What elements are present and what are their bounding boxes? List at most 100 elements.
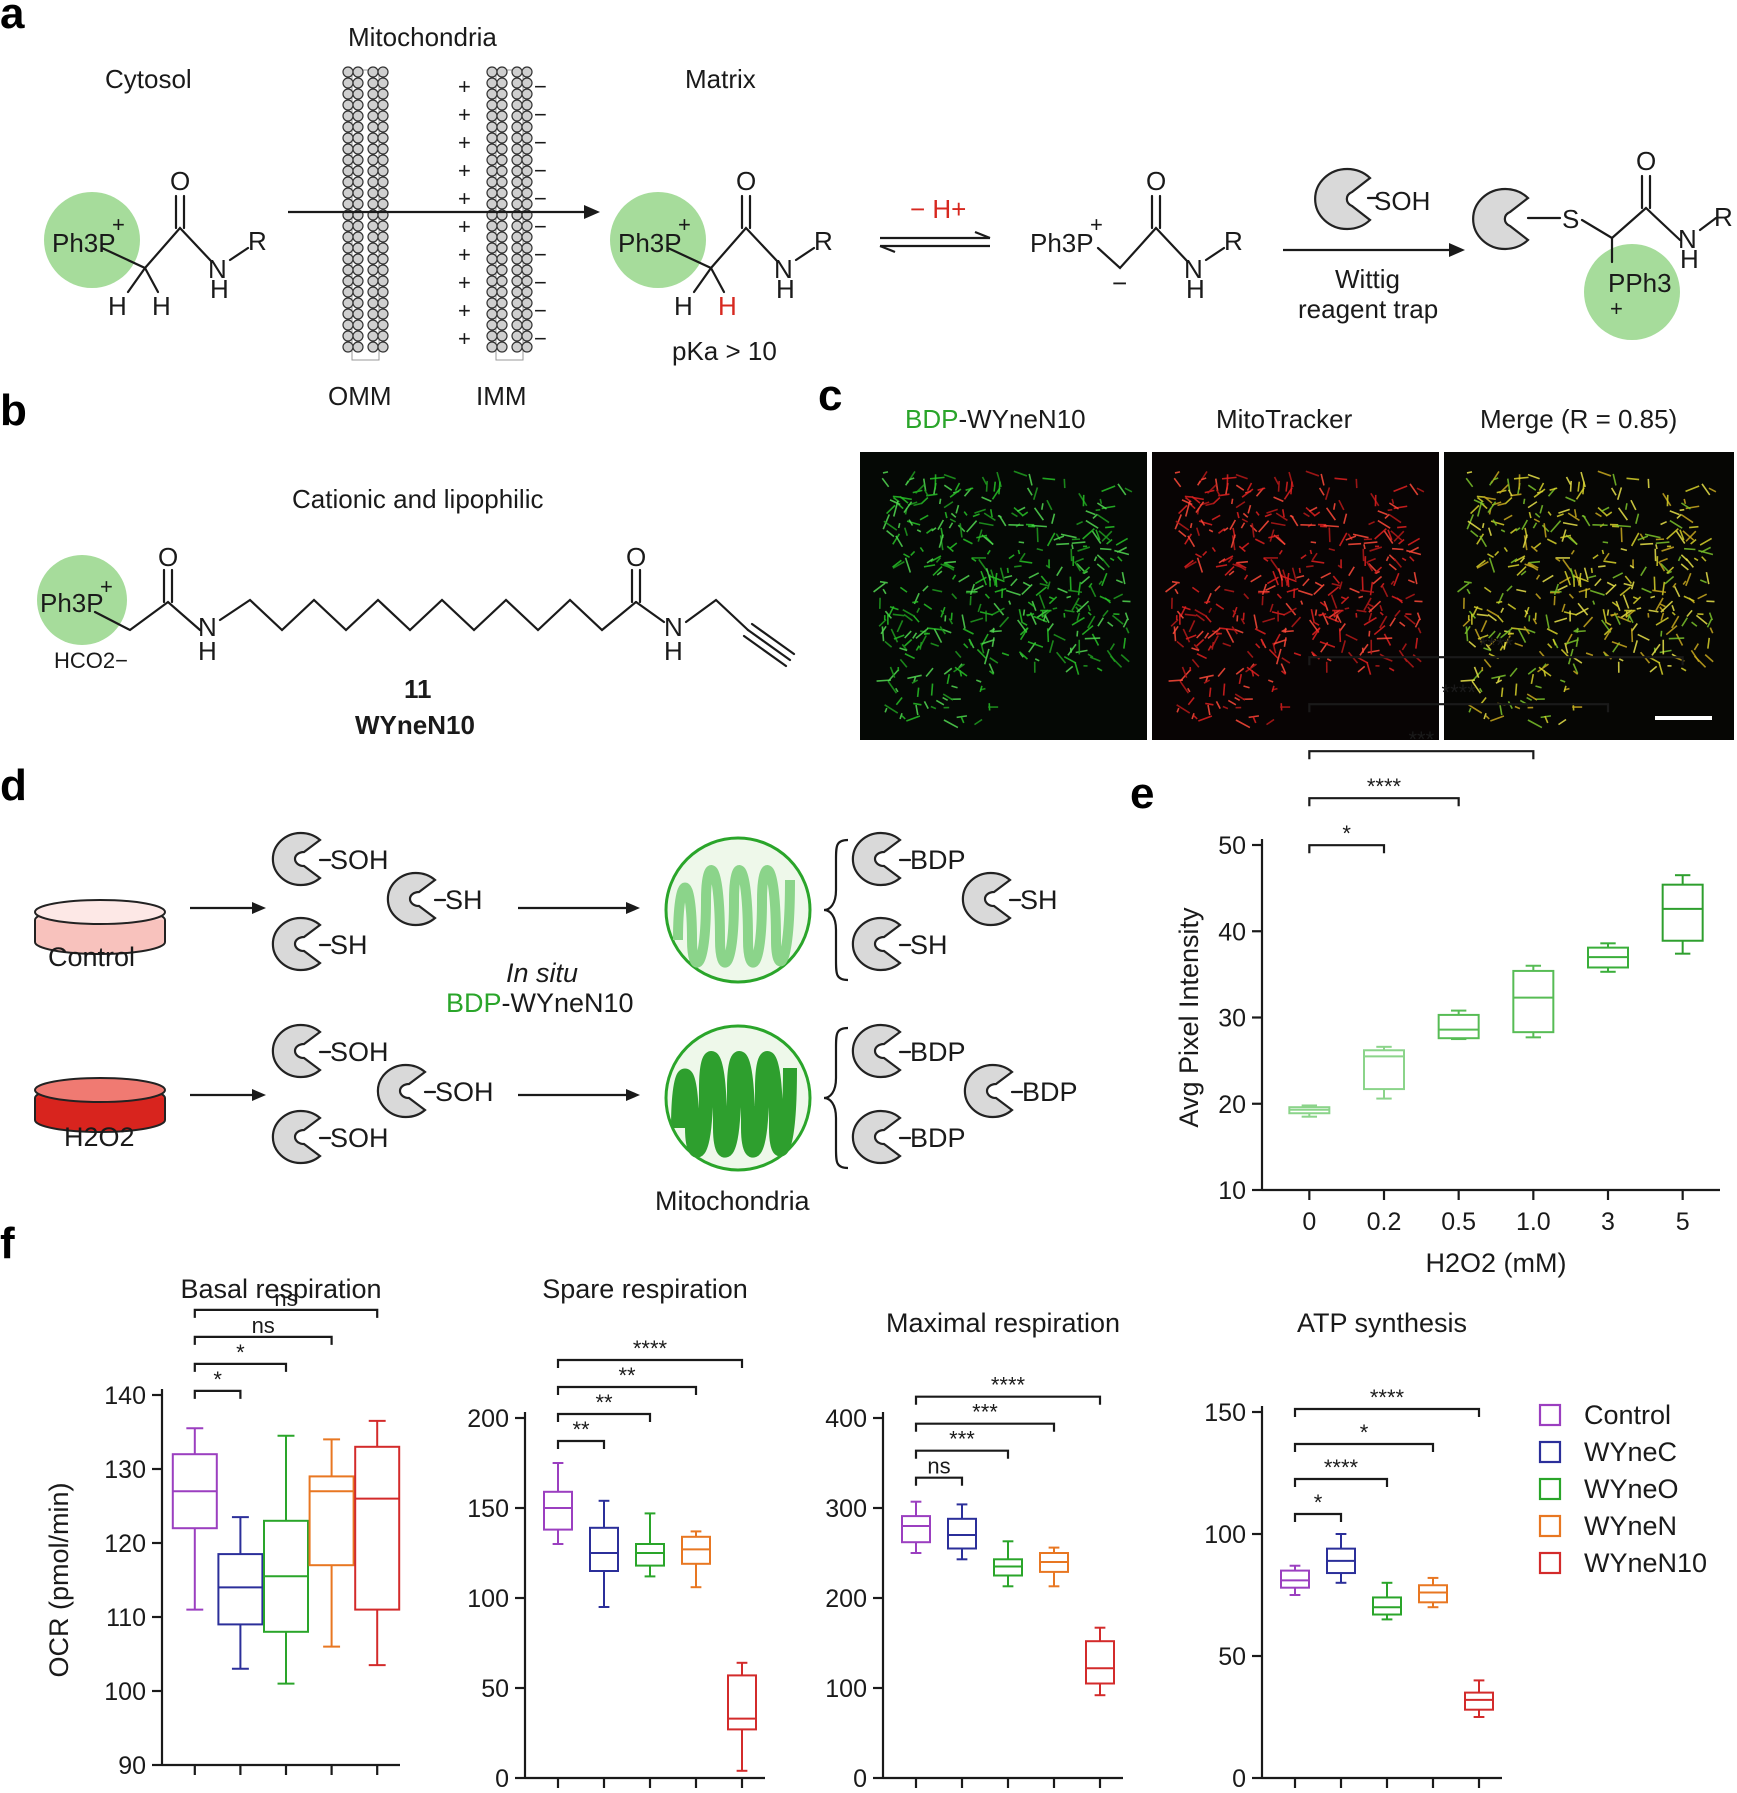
signal-fiber [923,564,936,568]
signal-fiber [904,480,910,486]
lipid-bead [367,286,379,298]
nitrogen-1: N [198,612,217,642]
signal-fiber [1709,627,1714,634]
legend-swatch [1538,1551,1562,1575]
sulfur-text: S [1562,204,1579,234]
signal-fiber [1107,621,1114,627]
signal-fiber [1046,499,1053,511]
signal-fiber [1236,511,1240,519]
signal-fiber [1283,607,1297,616]
signal-fiber [1310,609,1316,624]
signal-fiber [1690,649,1700,663]
significance-bracket: ns [914,1454,964,1486]
lipid-bead [352,275,364,287]
signal-fiber [1553,583,1560,596]
lipid-bead [511,121,523,133]
lipid-bead [367,330,379,342]
signal-fiber [1224,566,1235,576]
signal-fiber [1592,554,1599,560]
significance-bracket: **** [1308,633,1684,666]
y-tick-label: 50 [1218,832,1246,860]
signal-fiber [1535,685,1542,689]
protein-icon [1314,167,1372,231]
signal-fiber [1240,618,1246,625]
signal-fiber [1466,471,1473,474]
signal-fiber [1265,584,1276,592]
signal-fiber [983,648,990,665]
negative-charge: − [534,214,547,239]
lipid-bead [367,275,379,287]
lipid-bead [486,77,498,89]
lipid-bead [367,88,379,100]
signal-fiber [1121,571,1126,585]
signal-fiber [936,570,943,576]
significance-bracket: **** [1293,1455,1389,1487]
signal-fiber [919,514,929,521]
n-r-bond [228,246,250,262]
signal-fiber [882,514,891,530]
signal-fiber [1465,626,1469,642]
lipid-bead [377,110,389,122]
signal-fiber [1601,619,1612,633]
signal-fiber [1085,510,1096,516]
lipid-bead [511,143,523,155]
signal-fiber [1503,514,1513,521]
y-axis-label: OCR (pmol/min) [44,1482,74,1677]
signal-fiber [1700,546,1712,553]
lipid-bead [511,110,523,122]
signal-fiber [1659,649,1672,654]
signal-fiber [1680,563,1689,571]
signal-fiber [954,666,968,677]
signal-fiber [969,595,972,606]
lipid-bead [486,187,498,199]
negative-charge: − [534,270,547,295]
box-iqr [1085,1640,1115,1685]
signal-fiber [971,557,977,562]
signal-fiber [926,528,934,534]
signal-fiber [1538,666,1552,677]
signal-fiber [1262,617,1276,623]
panel-label-c: c [818,371,842,420]
forward-arrowhead [974,230,991,240]
lipid-bead [511,341,523,353]
signal-fiber [1361,576,1364,591]
signal-fiber [1026,613,1035,616]
signal-fiber [1270,521,1286,527]
signal-fiber [981,638,995,645]
chart-title: ATP synthesis [1297,1308,1467,1338]
protein-label: BDP [1022,1077,1078,1107]
y-tick-label: 0 [853,1765,867,1793]
lipid-bead [342,154,354,166]
signal-fiber [1624,575,1633,585]
signal-fiber [949,518,957,523]
signal-fiber [889,666,896,678]
signal-fiber [878,618,887,627]
lipid-bead [511,275,523,287]
signal-fiber [1078,492,1088,507]
lipid-bead [367,253,379,265]
signal-fiber [1087,604,1091,612]
signal-fiber [1191,713,1195,720]
lipid-bead [352,121,364,133]
plus-charge: + [100,574,113,599]
signal-fiber [1479,687,1483,693]
signal-fiber [1661,581,1666,596]
signal-fiber [1698,549,1714,556]
legend-label: Control [1584,1400,1671,1430]
signal-fiber [1277,567,1284,581]
lipid-bead [342,253,354,265]
signal-fiber [1076,612,1081,621]
signal-fiber [1097,617,1105,627]
signal-fiber [1184,560,1197,569]
signal-fiber [1563,685,1567,693]
box-iqr [217,1553,264,1626]
lipid-bead [377,253,389,265]
lipid-bead [352,66,364,78]
lipid-bead [342,99,354,111]
signal-fiber [1261,583,1268,596]
signal-fiber [1398,649,1408,663]
signal-fiber [1173,626,1177,642]
cation-highlight [1584,244,1680,340]
lipid-bead [496,286,508,298]
